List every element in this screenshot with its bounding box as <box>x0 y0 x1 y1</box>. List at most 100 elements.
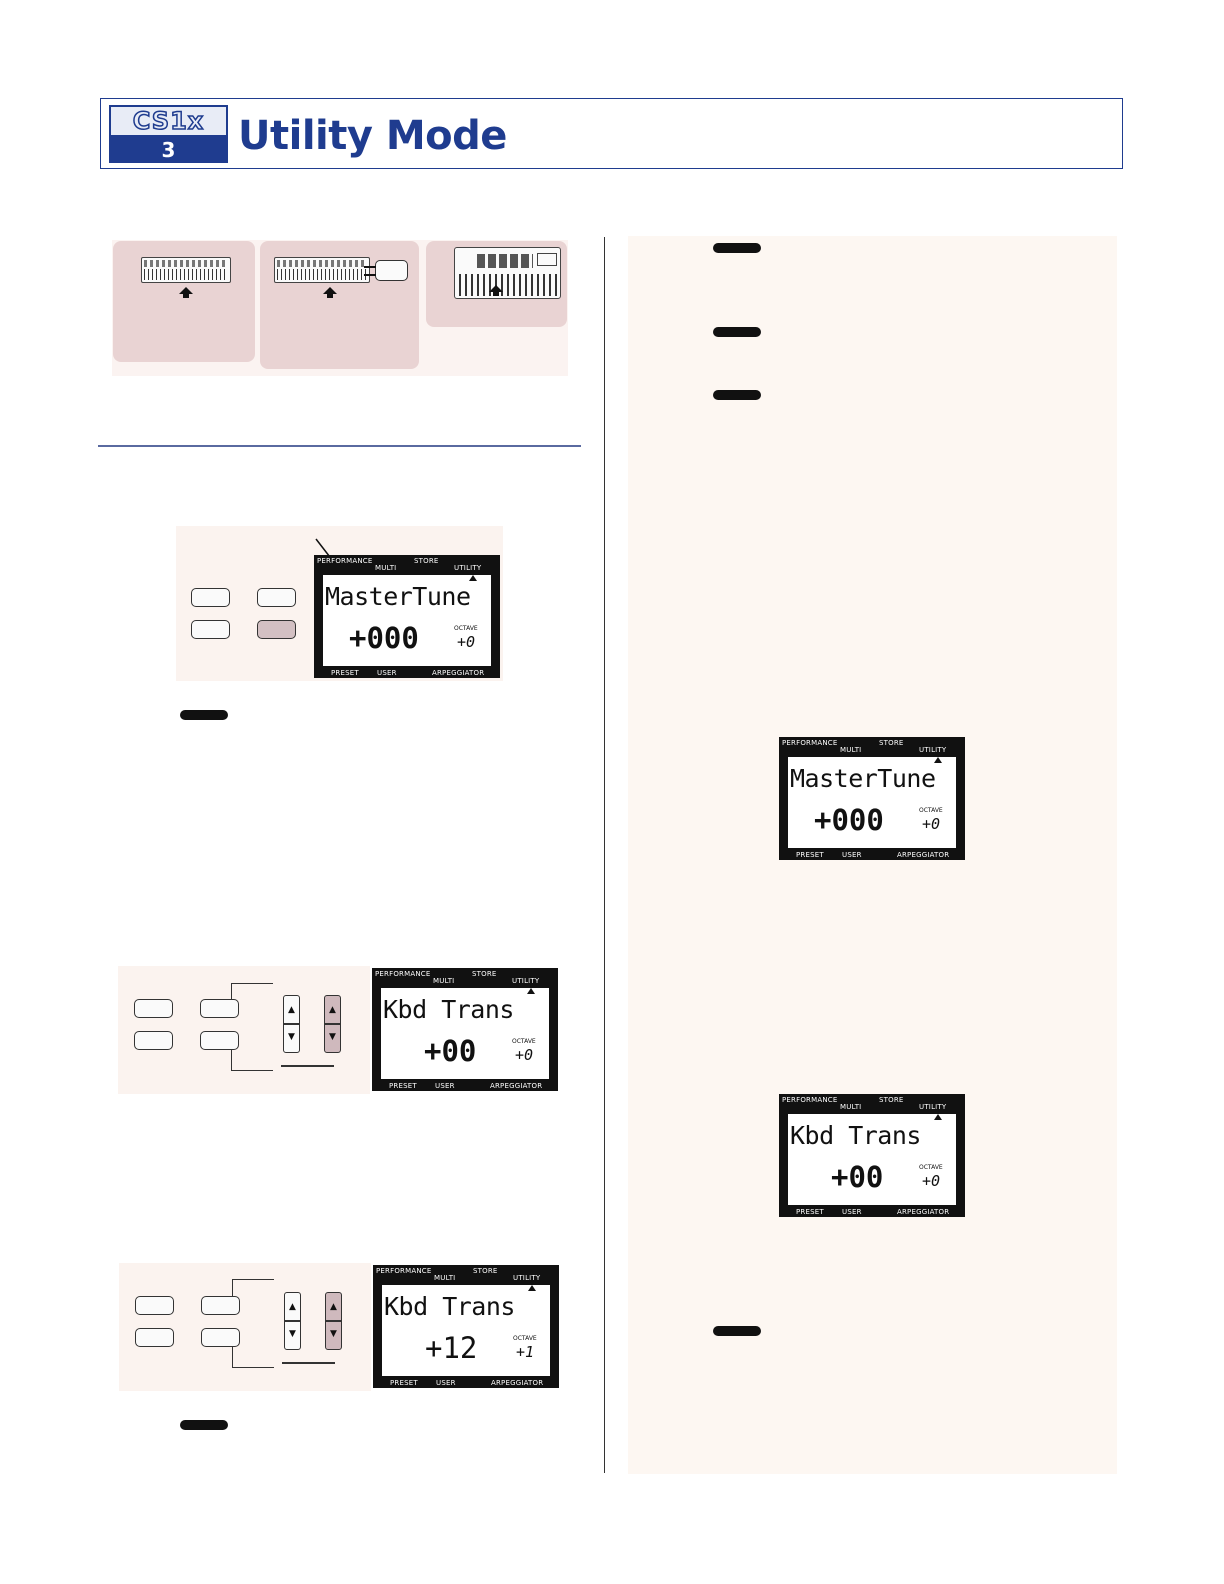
up-down-button: ▲ ▼ <box>283 995 300 1053</box>
down-arrow-icon: ▼ <box>330 1329 337 1339</box>
up-down-button-pressed: ▲ ▼ <box>324 995 341 1053</box>
panel-button <box>200 999 239 1018</box>
lcd-line-2: +00 <box>831 1160 884 1194</box>
lcd-line-2: +12 <box>425 1331 478 1365</box>
lcd-label-multi: MULTI <box>434 1274 456 1282</box>
utility-indicator-icon <box>934 1114 942 1120</box>
lcd-line-1: Kbd Trans <box>790 1121 921 1150</box>
lcd-label-arpeggiator: ARPEGGIATOR <box>897 1208 950 1216</box>
down-arrow-icon: ▼ <box>288 1032 295 1042</box>
lcd-label-arpeggiator: ARPEGGIATOR <box>491 1379 544 1387</box>
external-device-icon <box>375 260 408 281</box>
kbd-trans-diagram-b: ▲ ▼ ▲ ▼ <box>119 1263 371 1391</box>
lcd-label-preset: PRESET <box>389 1082 417 1090</box>
lcd-line-2: +00 <box>424 1034 477 1068</box>
lcd-label-utility: UTILITY <box>454 564 482 572</box>
lcd-octave-label: OCTAVE <box>512 1038 536 1045</box>
panel-closeup-icon-card <box>426 241 567 327</box>
utility-button-pressed <box>257 620 296 639</box>
lcd-label-utility: UTILITY <box>513 1274 541 1282</box>
up-arrow-icon: ▲ <box>289 1302 296 1312</box>
lcd-display-kbd-trans-b: PERFORMANCE MULTI STORE UTILITY Kbd Tran… <box>373 1265 559 1388</box>
logo-model-text: CS1x <box>132 106 205 136</box>
keyboard-icon-card <box>113 241 255 362</box>
down-arrow-icon: ▼ <box>289 1329 296 1339</box>
lcd-label-multi: MULTI <box>840 746 862 754</box>
panel-button <box>201 1296 240 1315</box>
lcd-octave-value: +1 <box>516 1343 535 1361</box>
lcd-label-multi: MULTI <box>840 1103 862 1111</box>
up-arrow-icon: ▲ <box>329 1005 336 1015</box>
mode-icon-strip <box>112 240 568 376</box>
lcd-label-performance: PERFORMANCE <box>782 739 838 747</box>
lcd-label-utility: UTILITY <box>919 746 947 754</box>
lcd-label-multi: MULTI <box>433 977 455 985</box>
step-marker <box>713 390 761 400</box>
lcd-label-preset: PRESET <box>796 851 824 859</box>
panel-button <box>134 999 173 1018</box>
keyboard-external-icon <box>274 257 370 283</box>
lcd-display-kbd-trans-a: PERFORMANCE MULTI STORE UTILITY Kbd Tran… <box>372 968 558 1091</box>
lcd-label-user: USER <box>377 669 397 677</box>
step-marker <box>713 1326 761 1336</box>
utility-indicator-icon <box>934 757 942 763</box>
panel-button <box>191 620 230 639</box>
up-down-button-pressed: ▲ ▼ <box>325 1292 342 1350</box>
step-marker <box>180 1420 228 1430</box>
down-arrow-icon: ▼ <box>329 1032 336 1042</box>
lcd-octave-value: +0 <box>922 1172 941 1190</box>
lcd-label-preset: PRESET <box>390 1379 418 1387</box>
lcd-line-2: +000 <box>349 621 419 655</box>
keyboard-icon <box>141 257 231 283</box>
lcd-display-master-tune-right: PERFORMANCE MULTI STORE UTILITY MasterTu… <box>779 737 965 860</box>
lcd-octave-label: OCTAVE <box>919 807 943 814</box>
step-marker <box>713 243 761 253</box>
keyboard-external-icon-card <box>260 241 419 369</box>
page-header: CS1x 3 Utility Mode <box>100 98 1123 169</box>
lcd-label-performance: PERFORMANCE <box>317 557 373 565</box>
panel-button <box>191 588 230 607</box>
lcd-label-store: STORE <box>879 739 904 747</box>
section-rule <box>98 445 581 447</box>
up-arrow-icon: ▲ <box>288 1005 295 1015</box>
lcd-line-1: MasterTune <box>790 764 936 793</box>
lcd-line-1: Kbd Trans <box>383 995 514 1024</box>
lcd-label-user: USER <box>842 1208 862 1216</box>
step-marker <box>713 327 761 337</box>
lcd-display-kbd-trans-right: PERFORMANCE MULTI STORE UTILITY Kbd Tran… <box>779 1094 965 1217</box>
panel-closeup-icon <box>454 247 561 299</box>
lcd-octave-value: +0 <box>515 1046 534 1064</box>
panel-button <box>135 1296 174 1315</box>
lcd-label-store: STORE <box>472 970 497 978</box>
lcd-label-performance: PERFORMANCE <box>375 970 431 978</box>
step-marker <box>180 710 228 720</box>
panel-button <box>134 1031 173 1050</box>
kbd-trans-diagram-a: ▲ ▼ ▲ ▼ <box>118 966 370 1094</box>
lcd-label-utility: UTILITY <box>512 977 540 985</box>
lcd-label-user: USER <box>842 851 862 859</box>
lcd-octave-value: +0 <box>922 815 941 833</box>
lcd-label-performance: PERFORMANCE <box>782 1096 838 1104</box>
lcd-octave-label: OCTAVE <box>919 1164 943 1171</box>
lcd-line-1: Kbd Trans <box>384 1292 515 1321</box>
lcd-label-utility: UTILITY <box>919 1103 947 1111</box>
lcd-label-preset: PRESET <box>796 1208 824 1216</box>
lcd-label-store: STORE <box>414 557 439 565</box>
lcd-label-arpeggiator: ARPEGGIATOR <box>897 851 950 859</box>
lcd-octave-label: OCTAVE <box>513 1335 537 1342</box>
up-down-button: ▲ ▼ <box>284 1292 301 1350</box>
lcd-label-preset: PRESET <box>331 669 359 677</box>
lcd-octave-value: +0 <box>457 633 476 651</box>
lcd-line-2: +000 <box>814 803 884 837</box>
lcd-octave-label: OCTAVE <box>454 625 478 632</box>
lcd-label-user: USER <box>435 1082 455 1090</box>
lcd-label-arpeggiator: ARPEGGIATOR <box>432 669 485 677</box>
page-title: Utility Mode <box>238 113 507 159</box>
arrow-up-icon <box>489 285 503 292</box>
lcd-label-user: USER <box>436 1379 456 1387</box>
utility-indicator-icon <box>528 1285 536 1291</box>
utility-indicator-icon <box>469 575 477 581</box>
panel-button <box>135 1328 174 1347</box>
chapter-number: 3 <box>161 138 176 162</box>
